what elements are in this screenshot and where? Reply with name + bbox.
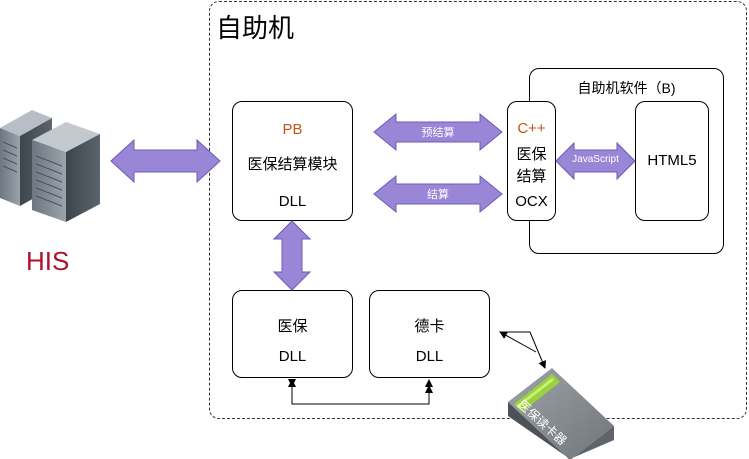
pb-yibao-double-arrow xyxy=(272,220,312,291)
his-pb-double-arrow xyxy=(110,138,221,184)
deka-dll-box xyxy=(369,290,490,378)
card-reader-icon xyxy=(508,368,614,459)
pb-lang-label: PB xyxy=(282,121,303,138)
his-label: HIS xyxy=(26,246,70,276)
deka-dll-type: DLL xyxy=(415,348,444,365)
prepay-double-arrow xyxy=(373,112,503,152)
ocx-lang-label: C++ xyxy=(517,120,546,137)
yibao-deka-connector xyxy=(288,379,433,405)
javascript-double-arrow xyxy=(555,141,636,181)
yibao-dll-name: 医保 xyxy=(277,318,308,335)
prepay-arrow-label: 预结算 xyxy=(421,127,455,139)
ocx-type: OCX xyxy=(515,193,548,210)
pb-module-type: DLL xyxy=(278,193,307,210)
pb-module-name: 医保结算模块 xyxy=(247,156,338,173)
settle-double-arrow xyxy=(373,174,503,214)
his-server-icon xyxy=(0,110,100,222)
pb-settlement-module-box xyxy=(232,101,353,221)
html5-label: HTML5 xyxy=(647,152,697,169)
ocx-name-line1: 医保 xyxy=(516,146,547,163)
yibao-dll-box xyxy=(232,290,353,378)
container-title: 自助机 xyxy=(216,13,295,43)
settle-arrow-label: 结算 xyxy=(427,189,449,201)
deka-reader-connector xyxy=(499,331,537,353)
javascript-arrow-label: JavaScript xyxy=(572,154,619,165)
software-group-title: 自助机软件（B) xyxy=(577,80,676,96)
yibao-dll-type: DLL xyxy=(278,348,307,365)
self-service-machine-container xyxy=(209,1,747,419)
deka-dll-name: 德卡 xyxy=(414,318,445,335)
ocx-name-line2: 结算 xyxy=(516,168,547,185)
